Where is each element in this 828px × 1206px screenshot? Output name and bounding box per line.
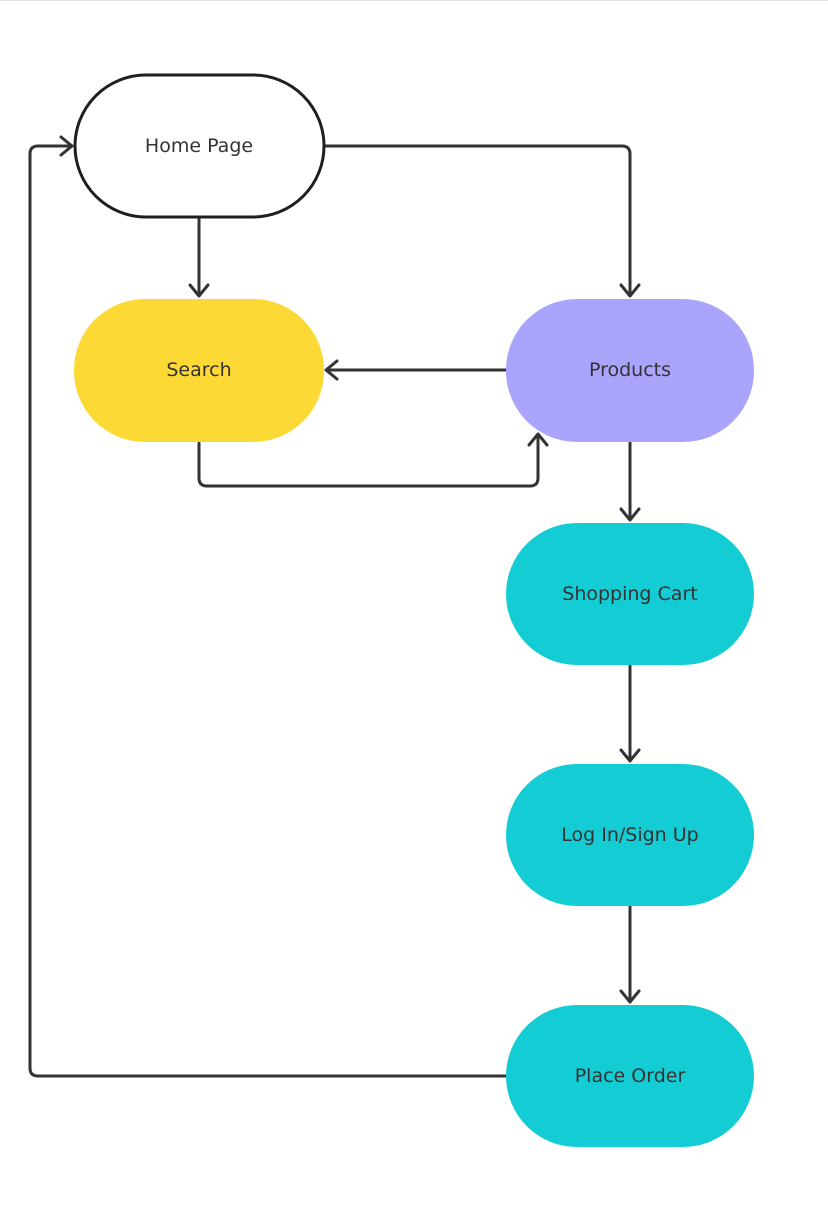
node-shape <box>506 1005 754 1147</box>
node-shape <box>506 299 754 442</box>
node-label: Place Order <box>575 1065 686 1087</box>
edge-cart-to-login <box>619 664 641 763</box>
arrowhead <box>619 507 641 522</box>
edge-login-to-order <box>619 905 641 1004</box>
edge-home-to-products <box>323 144 641 298</box>
node-home-page[interactable]: Home Page <box>73 73 326 219</box>
node-label: Shopping Cart <box>562 583 697 605</box>
arrowhead <box>324 359 339 381</box>
node-shape <box>506 764 754 906</box>
arrowhead <box>619 989 641 1004</box>
node-log-in-sign-up[interactable]: Log In/Sign Up <box>506 764 754 906</box>
top-divider <box>0 0 828 1</box>
node-place-order[interactable]: Place Order <box>506 1005 754 1147</box>
nodes: Home Page Search Products Shopping Cart … <box>73 73 754 1147</box>
node-label: Search <box>166 359 231 381</box>
node-shape <box>74 299 324 442</box>
edge-search-to-products <box>197 432 549 488</box>
node-shape <box>506 523 754 665</box>
arrowhead <box>188 283 210 298</box>
arrowhead <box>59 135 74 157</box>
edges <box>28 135 641 1078</box>
arrowhead <box>619 748 641 763</box>
edge-products-to-search <box>324 359 508 381</box>
arrowhead <box>619 283 641 298</box>
node-label: Log In/Sign Up <box>561 824 698 846</box>
node-shape <box>73 73 326 219</box>
node-products[interactable]: Products <box>506 299 754 442</box>
node-label: Products <box>589 359 671 381</box>
node-label: Home Page <box>145 135 253 157</box>
arrowhead <box>527 432 549 447</box>
node-shopping-cart[interactable]: Shopping Cart <box>506 523 754 665</box>
edge-home-to-search <box>188 216 210 298</box>
edge-products-to-cart <box>619 441 641 522</box>
edge-order-to-home <box>28 135 508 1078</box>
node-search[interactable]: Search <box>74 299 324 442</box>
